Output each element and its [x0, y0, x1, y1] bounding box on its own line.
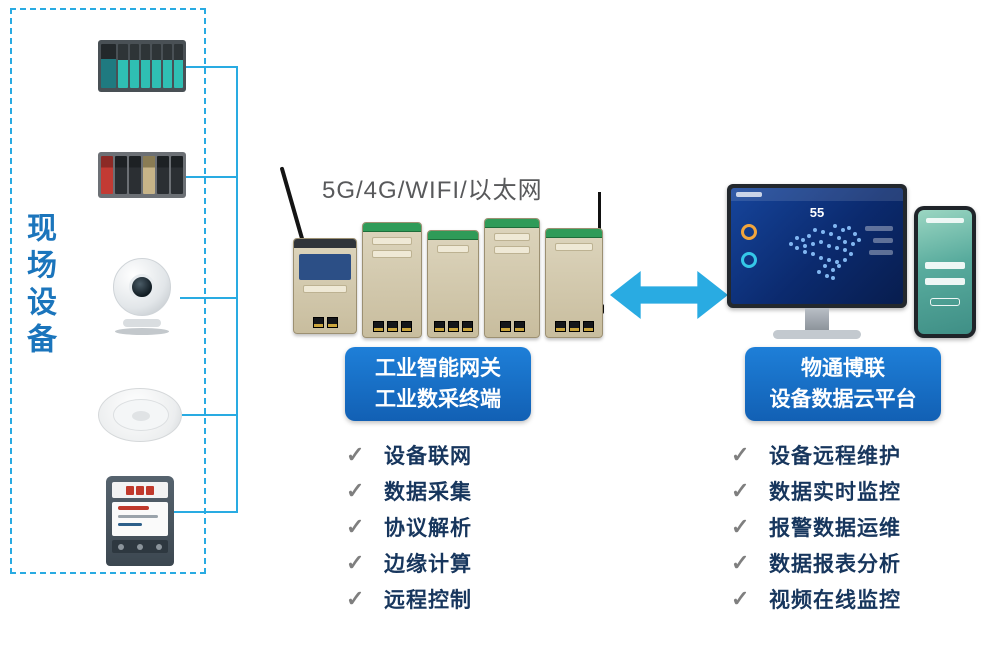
feature-label: 协议解析 [384, 517, 472, 540]
connector-line [174, 511, 238, 513]
gateway-device-image [427, 230, 479, 338]
dashboard-ring-icon [741, 252, 757, 268]
feature-label: 边缘计算 [384, 553, 472, 576]
cloud-title-line2: 设备数据云平台 [769, 388, 917, 411]
feature-row: ✓ 数据报表分析 [731, 545, 901, 581]
dashboard-bar [865, 226, 893, 231]
feature-row: ✓ 协议解析 [346, 509, 472, 545]
power-meter-image [106, 476, 174, 566]
gateway-title-line2: 工业数采终端 [375, 388, 501, 411]
connector-line [180, 297, 238, 299]
dashboard-map [789, 224, 861, 280]
monitor-stand [805, 308, 829, 330]
dashboard-stat: 55 [809, 205, 825, 220]
check-icon: ✓ [731, 442, 750, 467]
gateway-device-image [545, 228, 603, 338]
phone-input-bar [925, 262, 965, 269]
phone-screen [918, 210, 972, 334]
check-icon: ✓ [731, 586, 750, 611]
feature-label: 报警数据运维 [769, 517, 901, 540]
feature-row: ✓ 报警数据运维 [731, 509, 901, 545]
monitor-base [773, 330, 861, 339]
gateway-device-image [293, 238, 357, 334]
antenna-icon [279, 166, 305, 243]
connector-line [186, 176, 238, 178]
connectivity-label: 5G/4G/WIFI/以太网 [322, 177, 543, 204]
feature-row: ✓ 边缘计算 [346, 545, 472, 581]
check-icon: ✓ [346, 442, 365, 467]
cloud-feature-list: ✓ 设备远程维护 ✓ 数据实时监控 ✓ 报警数据运维 ✓ 数据报表分析 ✓ 视频… [731, 437, 901, 617]
check-icon: ✓ [346, 478, 365, 503]
connector-line [182, 414, 238, 416]
field-devices-label: 现场设备 [22, 212, 55, 360]
phone-input-bar [925, 278, 965, 285]
gateway-title-box: 工业智能网关 工业数采终端 [345, 347, 531, 421]
feature-row: ✓ 设备远程维护 [731, 437, 901, 473]
feature-row: ✓ 数据实时监控 [731, 473, 901, 509]
camera-lens-icon [129, 274, 155, 300]
dashboard-bar [873, 238, 893, 243]
cloud-title-line1: 物通博联 [801, 356, 885, 380]
feature-label: 视频在线监控 [769, 589, 901, 612]
feature-row: ✓ 设备联网 [346, 437, 472, 473]
cloud-title-box: 物通博联 设备数据云平台 [745, 347, 941, 421]
phone-button-bar [930, 298, 960, 306]
dashboard-bar [869, 250, 893, 255]
dashboard-screen: 55 [731, 188, 903, 304]
smoke-detector-image [98, 388, 182, 442]
feature-label: 数据采集 [384, 481, 472, 504]
field-devices-panel [10, 8, 206, 574]
feature-label: 设备联网 [384, 445, 472, 468]
phone-title-bar [926, 218, 964, 223]
check-icon: ✓ [346, 586, 365, 611]
sync-arrow-icon [610, 271, 728, 319]
phone-image [914, 206, 976, 338]
connector-line [186, 66, 238, 68]
gateway-device-image [484, 218, 540, 338]
monitor-image: 55 [727, 184, 907, 308]
feature-label: 数据报表分析 [769, 553, 901, 576]
ip-camera-image [104, 258, 180, 338]
feature-label: 设备远程维护 [769, 445, 901, 468]
connector-line-vertical [236, 66, 238, 513]
feature-label: 数据实时监控 [769, 481, 901, 504]
check-icon: ✓ [346, 550, 365, 575]
plc-rack-image [98, 40, 186, 92]
check-icon: ✓ [346, 514, 365, 539]
feature-row: ✓ 数据采集 [346, 473, 472, 509]
gateway-feature-list: ✓ 设备联网 ✓ 数据采集 ✓ 协议解析 ✓ 边缘计算 ✓ 远程控制 [346, 437, 472, 617]
dashboard-header [731, 188, 903, 201]
gateway-device-image [362, 222, 422, 338]
check-icon: ✓ [731, 550, 750, 575]
plc-module-image [98, 152, 186, 198]
check-icon: ✓ [731, 514, 750, 539]
feature-label: 远程控制 [384, 589, 472, 612]
feature-row: ✓ 远程控制 [346, 581, 472, 617]
check-icon: ✓ [731, 478, 750, 503]
feature-row: ✓ 视频在线监控 [731, 581, 901, 617]
gateway-title-line1: 工业智能网关 [375, 356, 501, 380]
dashboard-ring-icon [741, 224, 757, 240]
